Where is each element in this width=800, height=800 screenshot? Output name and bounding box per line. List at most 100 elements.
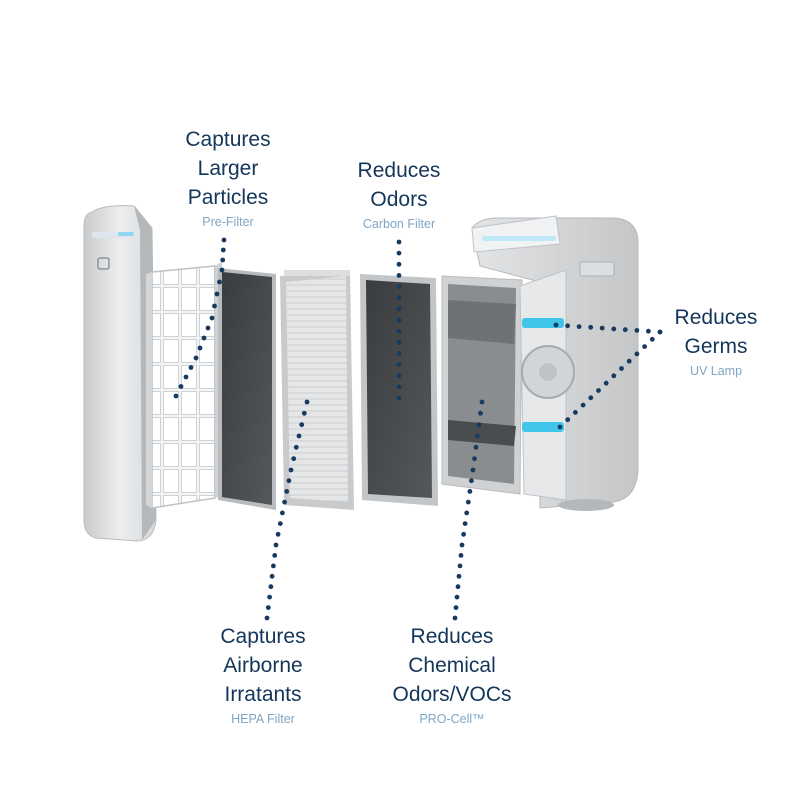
leader-dot — [642, 344, 647, 349]
leader-dot — [396, 239, 402, 245]
leader-dot — [201, 335, 207, 341]
leader-dot — [396, 261, 402, 267]
leader-dot — [576, 324, 582, 329]
callout-title: Reduces Chemical Odors/VOCs — [392, 625, 512, 706]
callout-carbon: Reduces Odors Carbon Filter — [319, 156, 479, 232]
leader-dot — [282, 499, 287, 505]
leader-dot — [268, 584, 274, 590]
leader-dot — [296, 433, 302, 439]
leader-dot — [205, 325, 211, 331]
leader-dot — [454, 594, 460, 600]
leader-dot — [580, 402, 586, 408]
leader-dot — [197, 345, 203, 351]
leader-dot — [396, 395, 402, 401]
leader-dot — [634, 351, 640, 357]
leader-dot — [452, 615, 458, 621]
leader-dot — [626, 358, 632, 364]
leader-dot — [457, 563, 463, 569]
leader-dot — [288, 467, 294, 473]
leader-dot — [657, 329, 663, 335]
leader-dot — [603, 380, 609, 386]
leader-prefilter — [173, 237, 227, 399]
leader-dot — [472, 456, 477, 462]
leader-uv-bottom — [557, 329, 663, 430]
leader-dot — [183, 374, 189, 380]
leader-dot — [476, 422, 482, 428]
leader-dot — [396, 384, 402, 390]
callout-title: Captures Airborne Irratants — [220, 625, 306, 706]
hepa-filter-panel — [280, 270, 354, 510]
carbon-filter-panel — [218, 268, 276, 510]
leader-dot — [396, 284, 402, 289]
leader-dot — [553, 322, 559, 328]
leader-dot — [275, 531, 281, 537]
leader-dot — [267, 594, 272, 600]
callout-subtitle: Carbon Filter — [362, 217, 436, 231]
leader-dot — [475, 433, 480, 439]
leader-dot — [299, 422, 305, 428]
callout-prefilter: Captures Larger Particles Pre-Filter — [148, 125, 308, 230]
leader-dot — [565, 417, 571, 423]
leader-dot — [188, 365, 194, 370]
callout-subtitle: Pre-Filter — [202, 215, 254, 229]
leader-uv-top — [553, 322, 663, 335]
callout-title: Reduces Odors — [357, 159, 441, 211]
leader-dot — [646, 328, 651, 334]
leader-carbon — [396, 239, 402, 401]
leader-dot — [455, 584, 461, 590]
purifier-body — [471, 215, 639, 511]
leader-dot — [272, 553, 278, 558]
leader-dot — [596, 388, 601, 393]
leader-dot — [464, 510, 470, 516]
callout-procell: Reduces Chemical Odors/VOCs PRO-Cell™ — [372, 622, 532, 727]
leader-dot — [269, 573, 275, 579]
leader-dot — [588, 395, 594, 401]
leader-dot — [291, 456, 297, 462]
leader-dot — [220, 257, 226, 263]
pre-filter-panel — [146, 262, 222, 509]
pro-cell-panel — [441, 275, 523, 495]
leader-dot — [396, 328, 402, 334]
front-cover-panel — [83, 205, 157, 542]
leader-dot — [273, 542, 279, 548]
leader-dot — [453, 605, 459, 610]
leader-dot — [478, 410, 483, 416]
callout-uv: Reduces Germs UV Lamp — [646, 303, 786, 379]
leader-dot — [271, 563, 276, 569]
leader-dot — [209, 315, 215, 321]
leader-dot — [619, 366, 624, 371]
leader-dot — [178, 384, 184, 389]
leader-procell — [452, 399, 485, 621]
leader-dot — [557, 424, 563, 430]
leader-dot — [396, 373, 402, 379]
leader-dot — [459, 542, 465, 548]
callout-subtitle: PRO-Cell™ — [419, 712, 485, 726]
leader-dot — [622, 327, 628, 333]
leader-dot — [588, 324, 594, 330]
leader-dot — [458, 553, 464, 558]
leader-dot — [649, 336, 655, 342]
leader-dot — [479, 399, 485, 405]
leader-dot — [264, 615, 270, 621]
leader-dot — [173, 393, 179, 399]
leader-dot — [461, 531, 466, 537]
leader-dot — [220, 247, 226, 253]
leader-dot — [286, 478, 292, 484]
leader-dot — [396, 273, 402, 278]
leader-dot — [301, 410, 307, 416]
callout-subtitle: UV Lamp — [689, 364, 743, 378]
leader-dot — [277, 521, 283, 526]
leader-dot — [634, 328, 640, 333]
leader-dot — [304, 399, 310, 405]
leader-dot — [456, 573, 462, 579]
leader-dot — [396, 250, 402, 256]
dotted-leader-lines — [173, 237, 663, 621]
leader-dot — [462, 521, 468, 526]
leader-dot — [214, 291, 220, 297]
leader-dot — [465, 499, 471, 505]
leader-dot — [193, 355, 199, 361]
callout-subtitle: HEPA Filter — [231, 712, 295, 726]
leader-dot — [293, 444, 299, 450]
leader-dot — [265, 605, 271, 610]
